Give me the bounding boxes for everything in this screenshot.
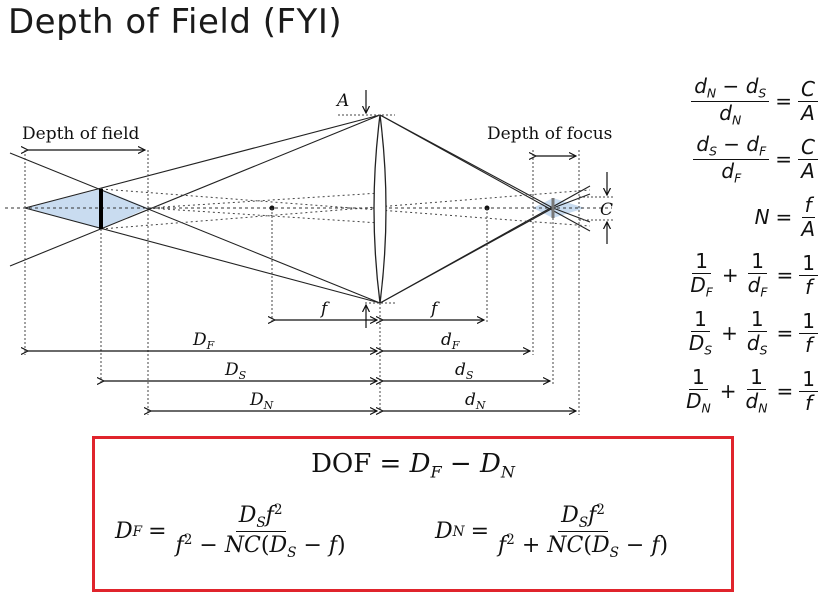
label-dN: dN	[465, 390, 486, 412]
dof-equation: DOF = DF − DN	[311, 449, 515, 482]
label-DN: DN	[249, 390, 274, 412]
label-dF: dF	[441, 330, 460, 352]
dimension-arrows	[28, 150, 576, 411]
dotted-rays	[100, 188, 591, 230]
page-title: Depth of Field (FYI)	[8, 2, 343, 42]
guides	[24, 114, 615, 415]
label-DF: DF	[192, 330, 215, 352]
rays	[9, 114, 591, 304]
label-f-left: f	[319, 299, 330, 319]
object-side-cone	[25, 189, 148, 229]
label-aperture: A	[335, 91, 349, 111]
label-f-right: f	[429, 299, 440, 319]
lens	[373, 114, 387, 304]
label-DS: DS	[224, 360, 247, 382]
label-coc: C	[600, 200, 613, 220]
label-dS: dS	[455, 360, 474, 382]
label-depth-of-field: Depth of field	[22, 124, 140, 144]
optics-diagram: Depth of field Depth of focus A C f f DF…	[5, 90, 615, 415]
label-depth-of-focus: Depth of focus	[487, 124, 612, 144]
